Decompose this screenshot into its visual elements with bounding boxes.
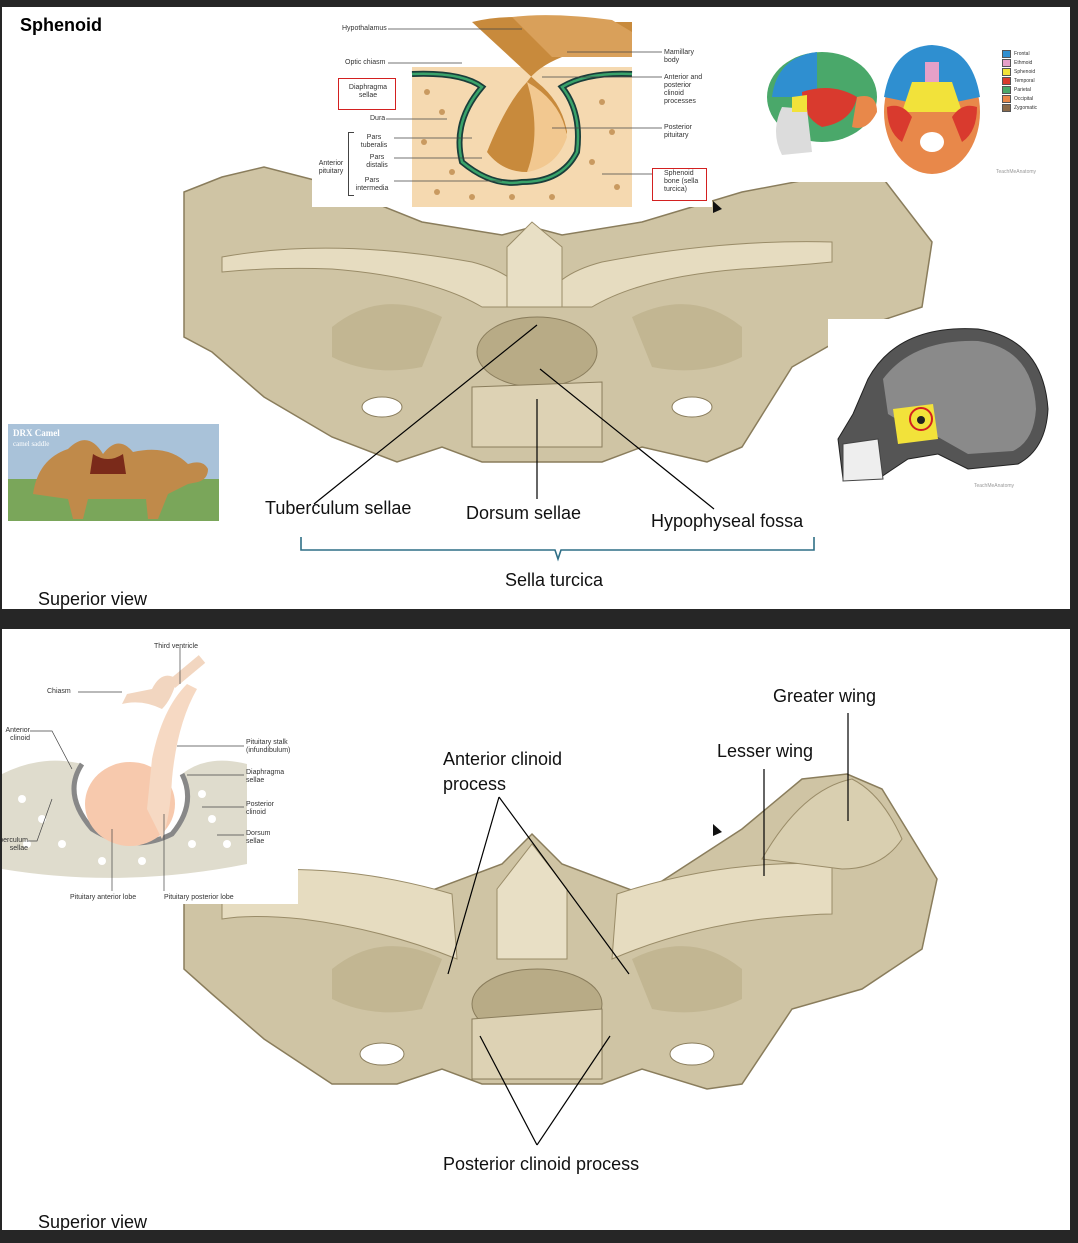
- label-dura: Dura: [370, 115, 386, 122]
- sagittal-skull-inset: TeachMeAnatomy: [828, 319, 1052, 493]
- legend-item: Parietal: [1002, 85, 1037, 94]
- legend-label: Ethmoid: [1014, 59, 1033, 66]
- watermark-sagittal: TeachMeAnatomy: [974, 483, 1015, 489]
- label-sella-turcica: Sella turcica: [505, 570, 604, 590]
- legend-label: Zygomatic: [1014, 104, 1038, 111]
- skull-bones-inset: Frontal Ethmoid Sphenoid Temporal Pariet…: [762, 37, 1052, 182]
- sphenoid-bone-illustration-2: [183, 713, 938, 1146]
- pituitary-diagram: Hypothalamus Optic chiasm Diaphragma sel…: [312, 12, 712, 207]
- label-chiasm: Chiasm: [47, 688, 71, 695]
- legend-label: Parietal: [1014, 86, 1031, 93]
- skull-legend: Frontal Ethmoid Sphenoid Temporal Pariet…: [1002, 49, 1037, 112]
- legend-item: Sphenoid: [1002, 67, 1037, 76]
- slide-sella-turcica: Sphenoid: [2, 7, 1070, 609]
- label-lesser-wing: Lesser wing: [717, 741, 814, 761]
- label-posterior-pituitary: Posterior pituitary: [664, 124, 693, 139]
- label-pars-intermedia: Pars intermedia: [355, 177, 389, 192]
- sella-diagram: Third ventricle Chiasm Anterior clinoid …: [2, 629, 298, 904]
- label-dorsum-sellae: Dorsum sellae: [466, 503, 582, 523]
- legend-item: Zygomatic: [1002, 103, 1037, 112]
- camel-caption-2: camel saddle: [13, 440, 50, 448]
- watermark-skull: TeachMeAnatomy: [996, 169, 1037, 175]
- legend-label: Temporal: [1014, 77, 1035, 84]
- legend-swatch: [1002, 67, 1011, 76]
- label-greater-wing: Greater wing: [773, 686, 877, 706]
- legend-swatch: [1002, 103, 1011, 112]
- view-label: Superior view: [38, 1212, 148, 1230]
- highlight-box-sphenoid: [652, 168, 707, 201]
- highlight-box-diaphragma: [338, 78, 396, 110]
- label-dorsum-sellae-small: Dorsum sellae: [246, 830, 271, 845]
- legend-swatch: [1002, 58, 1011, 67]
- legend-label: Frontal: [1014, 50, 1030, 57]
- bracket-anterior-pituitary: [348, 132, 354, 196]
- label-anterior-clinoid-small: Anterior clinoid: [5, 727, 30, 742]
- label-posterior-clinoid-process: Posterior clinoid process: [443, 1154, 640, 1174]
- skull-lateral-icon: [767, 52, 877, 155]
- label-anterior-lobe: Pituitary anterior lobe: [70, 894, 137, 901]
- sphenoid-bone-shape: [183, 773, 938, 1090]
- legend-swatch: [1002, 76, 1011, 85]
- label-anterior-clinoid-process: Anterior clinoid process: [443, 749, 563, 794]
- label-pars-tuberalis: Pars tuberalis: [360, 134, 388, 149]
- label-sphenoid-bone: Sphenoid bone (sella turcica): [664, 170, 699, 193]
- slide-clinoid-processes: Third ventricle Chiasm Anterior clinoid …: [2, 629, 1070, 1230]
- legend-label: Sphenoid: [1014, 68, 1036, 75]
- legend-item: Occipital: [1002, 94, 1037, 103]
- legend-swatch: [1002, 94, 1011, 103]
- label-clinoid-processes: Anterior and posterior clinoid processes: [664, 74, 703, 105]
- label-diaphragma-sellae-small: Diaphragma sellae: [246, 769, 285, 784]
- legend-swatch: [1002, 49, 1011, 58]
- camel-caption-1: DRX Camel: [13, 428, 60, 438]
- label-diaphragma-sellae: Diaphragma sellae: [348, 84, 388, 99]
- label-third-ventricle: Third ventricle: [154, 643, 198, 650]
- sphenoid-bone-shape: [183, 166, 933, 463]
- label-anterior-pituitary: Anterior pituitary: [318, 160, 344, 175]
- label-posterior-lobe: Pituitary posterior lobe: [164, 894, 234, 901]
- legend-item: Frontal: [1002, 49, 1037, 58]
- sphenoid-bone-illustration: [183, 166, 933, 562]
- slide-title: Sphenoid: [20, 15, 102, 35]
- label-tuberculum-sellae: Tuberculum sellae: [265, 498, 412, 518]
- label-posterior-clinoid-small: Posterior clinoid: [246, 801, 275, 816]
- legend-item: Ethmoid: [1002, 58, 1037, 67]
- label-pituitary-stalk: Pituitary stalk (infundibulum): [246, 739, 291, 754]
- label-optic-chiasm: Optic chiasm: [345, 59, 386, 66]
- legend-swatch: [1002, 85, 1011, 94]
- skull-cranial-base-icon: [884, 45, 980, 174]
- legend-item: Temporal: [1002, 76, 1037, 85]
- view-label: Superior view: [38, 589, 148, 609]
- label-hypophyseal-fossa: Hypophyseal fossa: [651, 511, 804, 531]
- label-mamillary-body: Mamillary body: [664, 49, 694, 64]
- label-pars-distalis: Pars distalis: [366, 154, 388, 169]
- legend-label: Occipital: [1014, 95, 1034, 102]
- label-tuberculum-sellae-small: Tuberculum sellae: [2, 837, 28, 852]
- camel-saddle-photo: DRX Camel camel saddle: [8, 424, 219, 521]
- label-hypothalamus: Hypothalamus: [342, 25, 387, 32]
